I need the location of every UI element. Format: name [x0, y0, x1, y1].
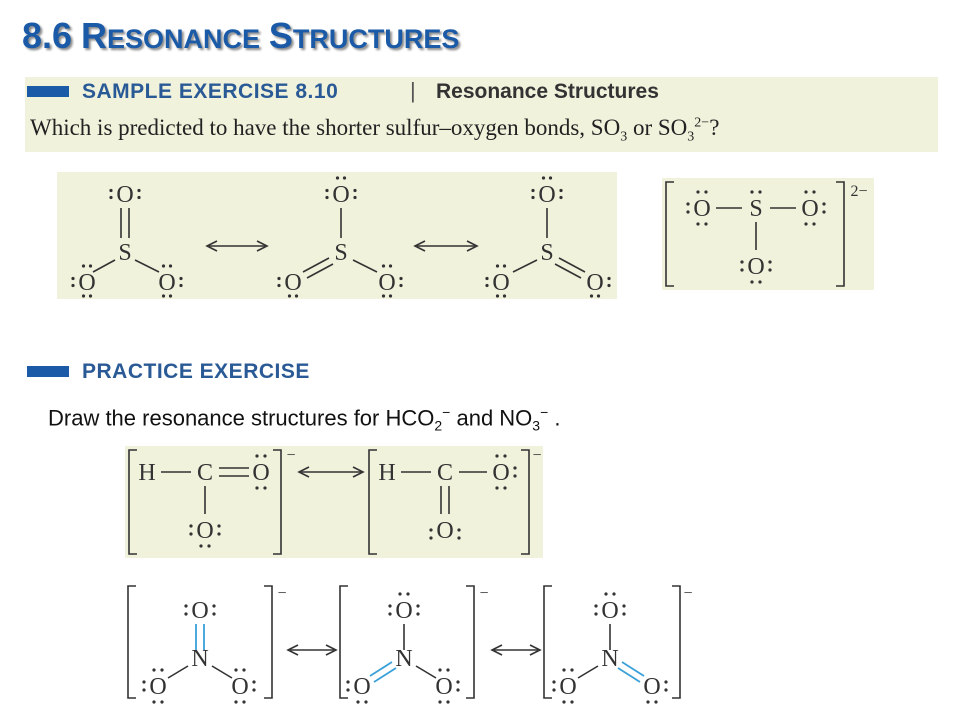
atom-o: O [435, 674, 452, 700]
page-title: 8.6 RESONANCE STRUCTURES [22, 18, 459, 54]
atom-o: O [284, 270, 301, 296]
sample-exercise-band [25, 77, 938, 152]
resonance-arrow-1 [205, 240, 269, 252]
atom-o: O [252, 460, 269, 486]
so3-structure-1: O S O O [71, 182, 183, 298]
atom-o: O [693, 196, 710, 222]
sample-exercise-separator: | [410, 78, 416, 103]
atom-o: O [78, 270, 95, 296]
atom-o: O [395, 598, 412, 624]
title-rest-resonance: ESONANCE [106, 24, 260, 54]
atom-o: O [436, 518, 453, 544]
atom-h: H [378, 460, 395, 486]
hco2-structure-1: − H C O O [128, 447, 296, 555]
title-rest-structures: TRUCTURES [292, 24, 460, 54]
atom-o: O [332, 182, 349, 208]
so3-structure-2: O S O O [277, 176, 403, 298]
atom-n: N [601, 646, 618, 672]
atom-o: O [801, 196, 818, 222]
atom-s: S [118, 240, 131, 266]
atom-h: H [138, 460, 155, 486]
no3-structure-3: − O N O O [543, 585, 693, 704]
atom-c: C [437, 460, 453, 486]
sample-exercise-bar [27, 86, 69, 97]
sample-exercise-label: SAMPLE EXERCISE 8.10 [82, 80, 339, 103]
atom-o: O [643, 674, 660, 700]
sample-question: Which is predicted to have the shorter s… [30, 115, 720, 145]
atom-o: O [378, 270, 395, 296]
atom-o: O [601, 598, 618, 624]
atom-n: N [191, 646, 208, 672]
practice-prompt: Draw the resonance structures for HCO2− … [48, 404, 561, 434]
sample-exercise-topic: Resonance Structures [436, 80, 659, 103]
atom-n: N [395, 646, 412, 672]
hco2-structure-2: − H C O O [368, 447, 542, 555]
atom-o: O [158, 270, 175, 296]
atom-o: O [538, 182, 555, 208]
section-number: 8.6 [22, 15, 73, 56]
atom-o: O [559, 674, 576, 700]
atom-o: O [196, 518, 213, 544]
atom-o: O [116, 182, 133, 208]
atom-o: O [231, 674, 248, 700]
title-initial-s: S [268, 15, 293, 56]
atom-s: S [540, 240, 553, 266]
so3-2minus-structure: 2− O S O O [662, 178, 874, 290]
atom-c: C [197, 460, 213, 486]
charge-minus: − [479, 585, 488, 602]
no3-structure-2: − O N O O [339, 585, 489, 704]
atom-o: O [149, 674, 166, 700]
charge-minus: − [683, 585, 692, 602]
practice-exercise-bar [27, 366, 69, 377]
charge-2minus: 2− [850, 183, 867, 200]
atom-o: O [586, 270, 603, 296]
atom-s: S [749, 196, 762, 222]
atom-o: O [353, 674, 370, 700]
charge-minus: − [532, 447, 541, 464]
atom-o: O [492, 270, 509, 296]
resonance-arrow-no3-1 [286, 644, 338, 656]
atom-o: O [191, 598, 208, 624]
atom-o: O [492, 460, 509, 486]
atom-o: O [747, 254, 764, 280]
charge-minus: − [277, 585, 286, 602]
charge-minus: − [286, 447, 295, 464]
no3-structure-1: − O N O O [127, 585, 287, 704]
so3-resonance-structures: O S O O O S O O O [57, 172, 617, 299]
no3-resonance-structures: − O N O O − O N O O [127, 585, 693, 704]
resonance-arrow-hco2 [297, 466, 365, 478]
resonance-arrow-no3-2 [490, 644, 542, 656]
title-initial-r: R [80, 15, 107, 56]
atom-s: S [334, 240, 347, 266]
so3-structure-3: O S O O [485, 176, 611, 298]
practice-exercise-label: PRACTICE EXERCISE [82, 360, 310, 383]
resonance-arrow-2 [413, 240, 479, 252]
hco2-resonance-structures: − H C O O − H C O O [125, 446, 543, 558]
